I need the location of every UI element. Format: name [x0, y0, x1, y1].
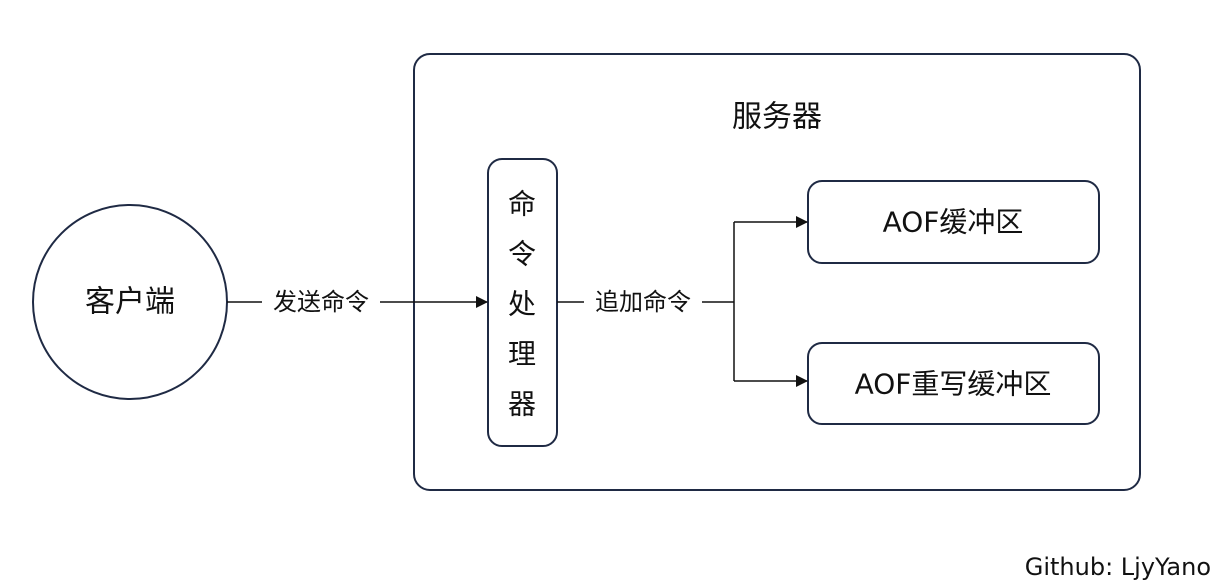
- processor-char-3: 处: [508, 288, 536, 321]
- processor-char-4: 理: [508, 338, 536, 371]
- aof-buffer-node: AOF缓冲区: [807, 180, 1100, 264]
- processor-char-5: 器: [508, 388, 536, 421]
- github-watermark: Github: LjyYano: [1024, 553, 1211, 581]
- aof-buffer-label: AOF缓冲区: [883, 206, 1024, 239]
- command-processor-node: 命 令 处 理 器: [487, 158, 558, 447]
- server-label: 服务器: [732, 100, 822, 135]
- aof-rewrite-buffer-node: AOF重写缓冲区: [807, 342, 1100, 425]
- edge-send-label: 发送命令: [273, 288, 369, 316]
- client-label: 客户端: [85, 285, 175, 320]
- edge-append-label: 追加命令: [595, 288, 691, 316]
- edge-append-command: 追加命令: [557, 216, 808, 387]
- client-node: 客户端: [32, 204, 228, 400]
- aof-rewrite-buffer-label: AOF重写缓冲区: [855, 368, 1052, 401]
- processor-char-1: 命: [508, 188, 536, 221]
- processor-char-2: 令: [508, 238, 536, 271]
- edge-send-command: 发送命令: [227, 288, 488, 316]
